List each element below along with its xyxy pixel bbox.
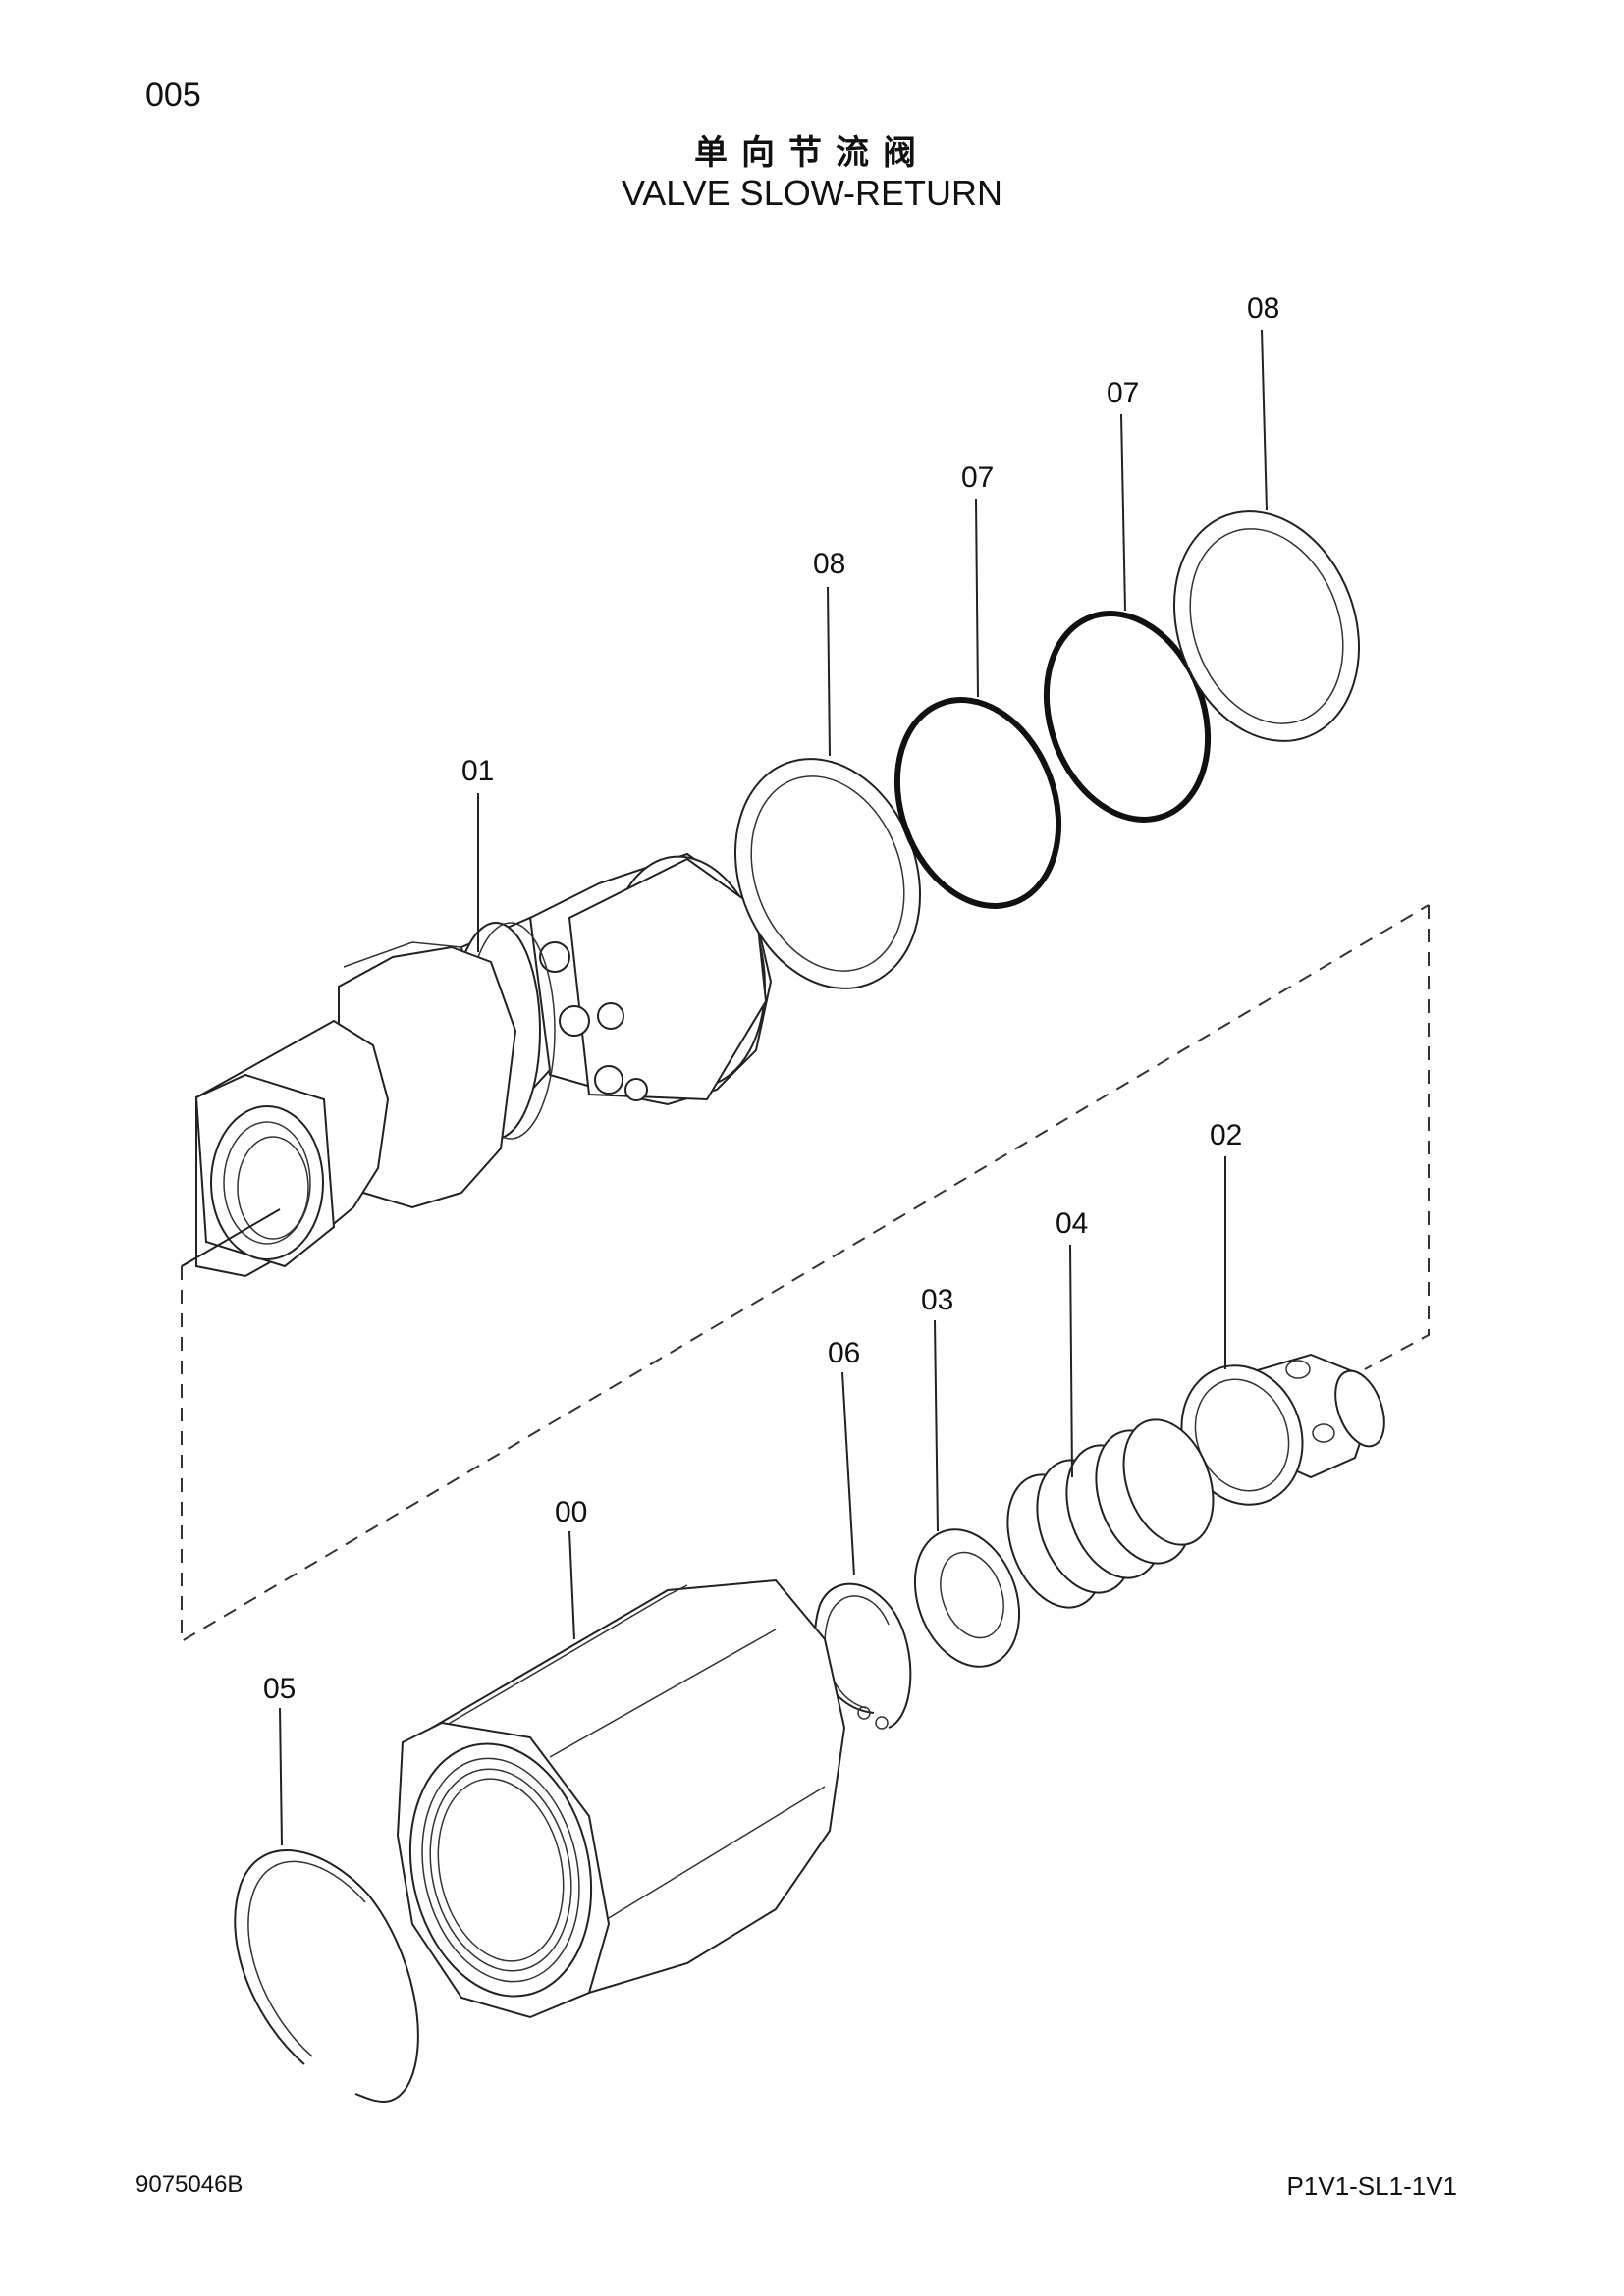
part-07-o-ring-right bbox=[1043, 611, 1212, 823]
part-02-poppet bbox=[1180, 1353, 1385, 1506]
model-code: P1V1-SL1-1V1 bbox=[1286, 2171, 1457, 2201]
title-chinese: 单向节流阀 bbox=[694, 133, 930, 173]
callout-00: 00 bbox=[555, 1496, 587, 1528]
callout-01: 01 bbox=[461, 755, 494, 787]
callout-04: 04 bbox=[1056, 1207, 1088, 1240]
callout-07-right: 07 bbox=[1107, 377, 1139, 409]
part-05-retaining-ring bbox=[234, 1849, 419, 2103]
leader-lines bbox=[279, 329, 1268, 1846]
part-07-o-ring-left bbox=[893, 697, 1062, 909]
part-01-valve-body bbox=[181, 852, 773, 1278]
callout-03: 03 bbox=[921, 1284, 953, 1316]
callout-02: 02 bbox=[1210, 1119, 1242, 1151]
part-08-backup-ring-right bbox=[1172, 510, 1361, 742]
callout-labels: 08 07 07 08 01 02 04 03 06 00 05 bbox=[263, 293, 1279, 1705]
part-00-housing bbox=[396, 1578, 846, 2019]
callout-07-left: 07 bbox=[961, 461, 994, 494]
document-number: 9075046B bbox=[135, 2171, 244, 2198]
title-english: VALVE SLOW-RETURN bbox=[621, 173, 1003, 213]
part-04-spring bbox=[1006, 1418, 1215, 1609]
callout-06: 06 bbox=[828, 1337, 860, 1369]
callout-08-left: 08 bbox=[813, 548, 845, 580]
callout-08-right: 08 bbox=[1247, 293, 1279, 325]
callout-05: 05 bbox=[263, 1673, 296, 1705]
part-03-washer bbox=[913, 1528, 1021, 1668]
page-number: 005 bbox=[145, 77, 201, 114]
